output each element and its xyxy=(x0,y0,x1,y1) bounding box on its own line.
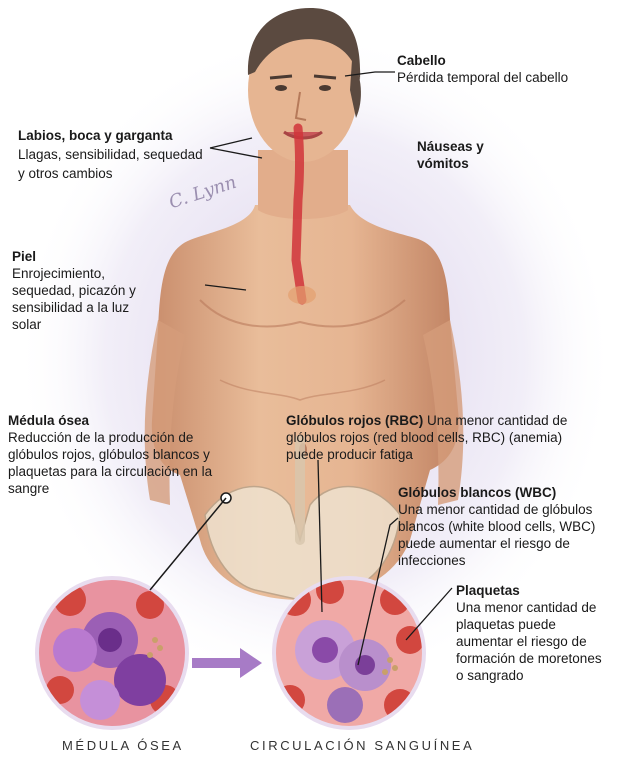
label-mouth-desc: Llagas, sensibilidad, sequedad y otros c… xyxy=(18,145,213,183)
esophagus xyxy=(296,128,302,300)
label-mouth-title: Labios, boca y garganta xyxy=(18,126,213,145)
label-nausea: Náuseas y vómitos xyxy=(417,138,517,172)
caption-marrow: MÉDULA ÓSEA xyxy=(62,738,184,753)
label-platelets-title: Plaquetas xyxy=(456,582,612,599)
label-marrow-desc: Reducción de la producción de glóbulos r… xyxy=(8,429,226,497)
label-hair-desc: Pérdida temporal del cabello xyxy=(397,69,597,86)
label-wbc: Glóbulos blancos (WBC) Una menor cantida… xyxy=(398,484,598,569)
label-rbc: Glóbulos rojos (RBC) Una menor cantidad … xyxy=(286,412,596,463)
label-wbc-desc: Una menor cantidad de glóbulos blancos (… xyxy=(398,501,598,569)
label-mouth: Labios, boca y garganta Llagas, sensibil… xyxy=(18,126,213,183)
label-rbc-title: Glóbulos rojos (RBC) xyxy=(286,413,423,428)
label-nausea-title: Náuseas y vómitos xyxy=(417,138,517,172)
label-skin-desc: Enrojecimiento, sequedad, picazón y sens… xyxy=(12,265,162,333)
label-marrow-title: Médula ósea xyxy=(8,412,226,429)
label-platelets-desc: Una menor cantidad de plaquetas puede au… xyxy=(456,599,612,684)
label-hair: Cabello Pérdida temporal del cabello xyxy=(397,52,597,86)
label-hair-title: Cabello xyxy=(397,52,597,69)
label-marrow: Médula ósea Reducción de la producción d… xyxy=(8,412,226,497)
label-skin-title: Piel xyxy=(12,248,162,265)
label-skin: Piel Enrojecimiento, sequedad, picazón y… xyxy=(12,248,162,333)
caption-blood: CIRCULACIÓN SANGUÍNEA xyxy=(250,738,474,753)
label-platelets: Plaquetas Una menor cantidad de plaqueta… xyxy=(456,582,612,684)
label-wbc-title: Glóbulos blancos (WBC) xyxy=(398,484,598,501)
